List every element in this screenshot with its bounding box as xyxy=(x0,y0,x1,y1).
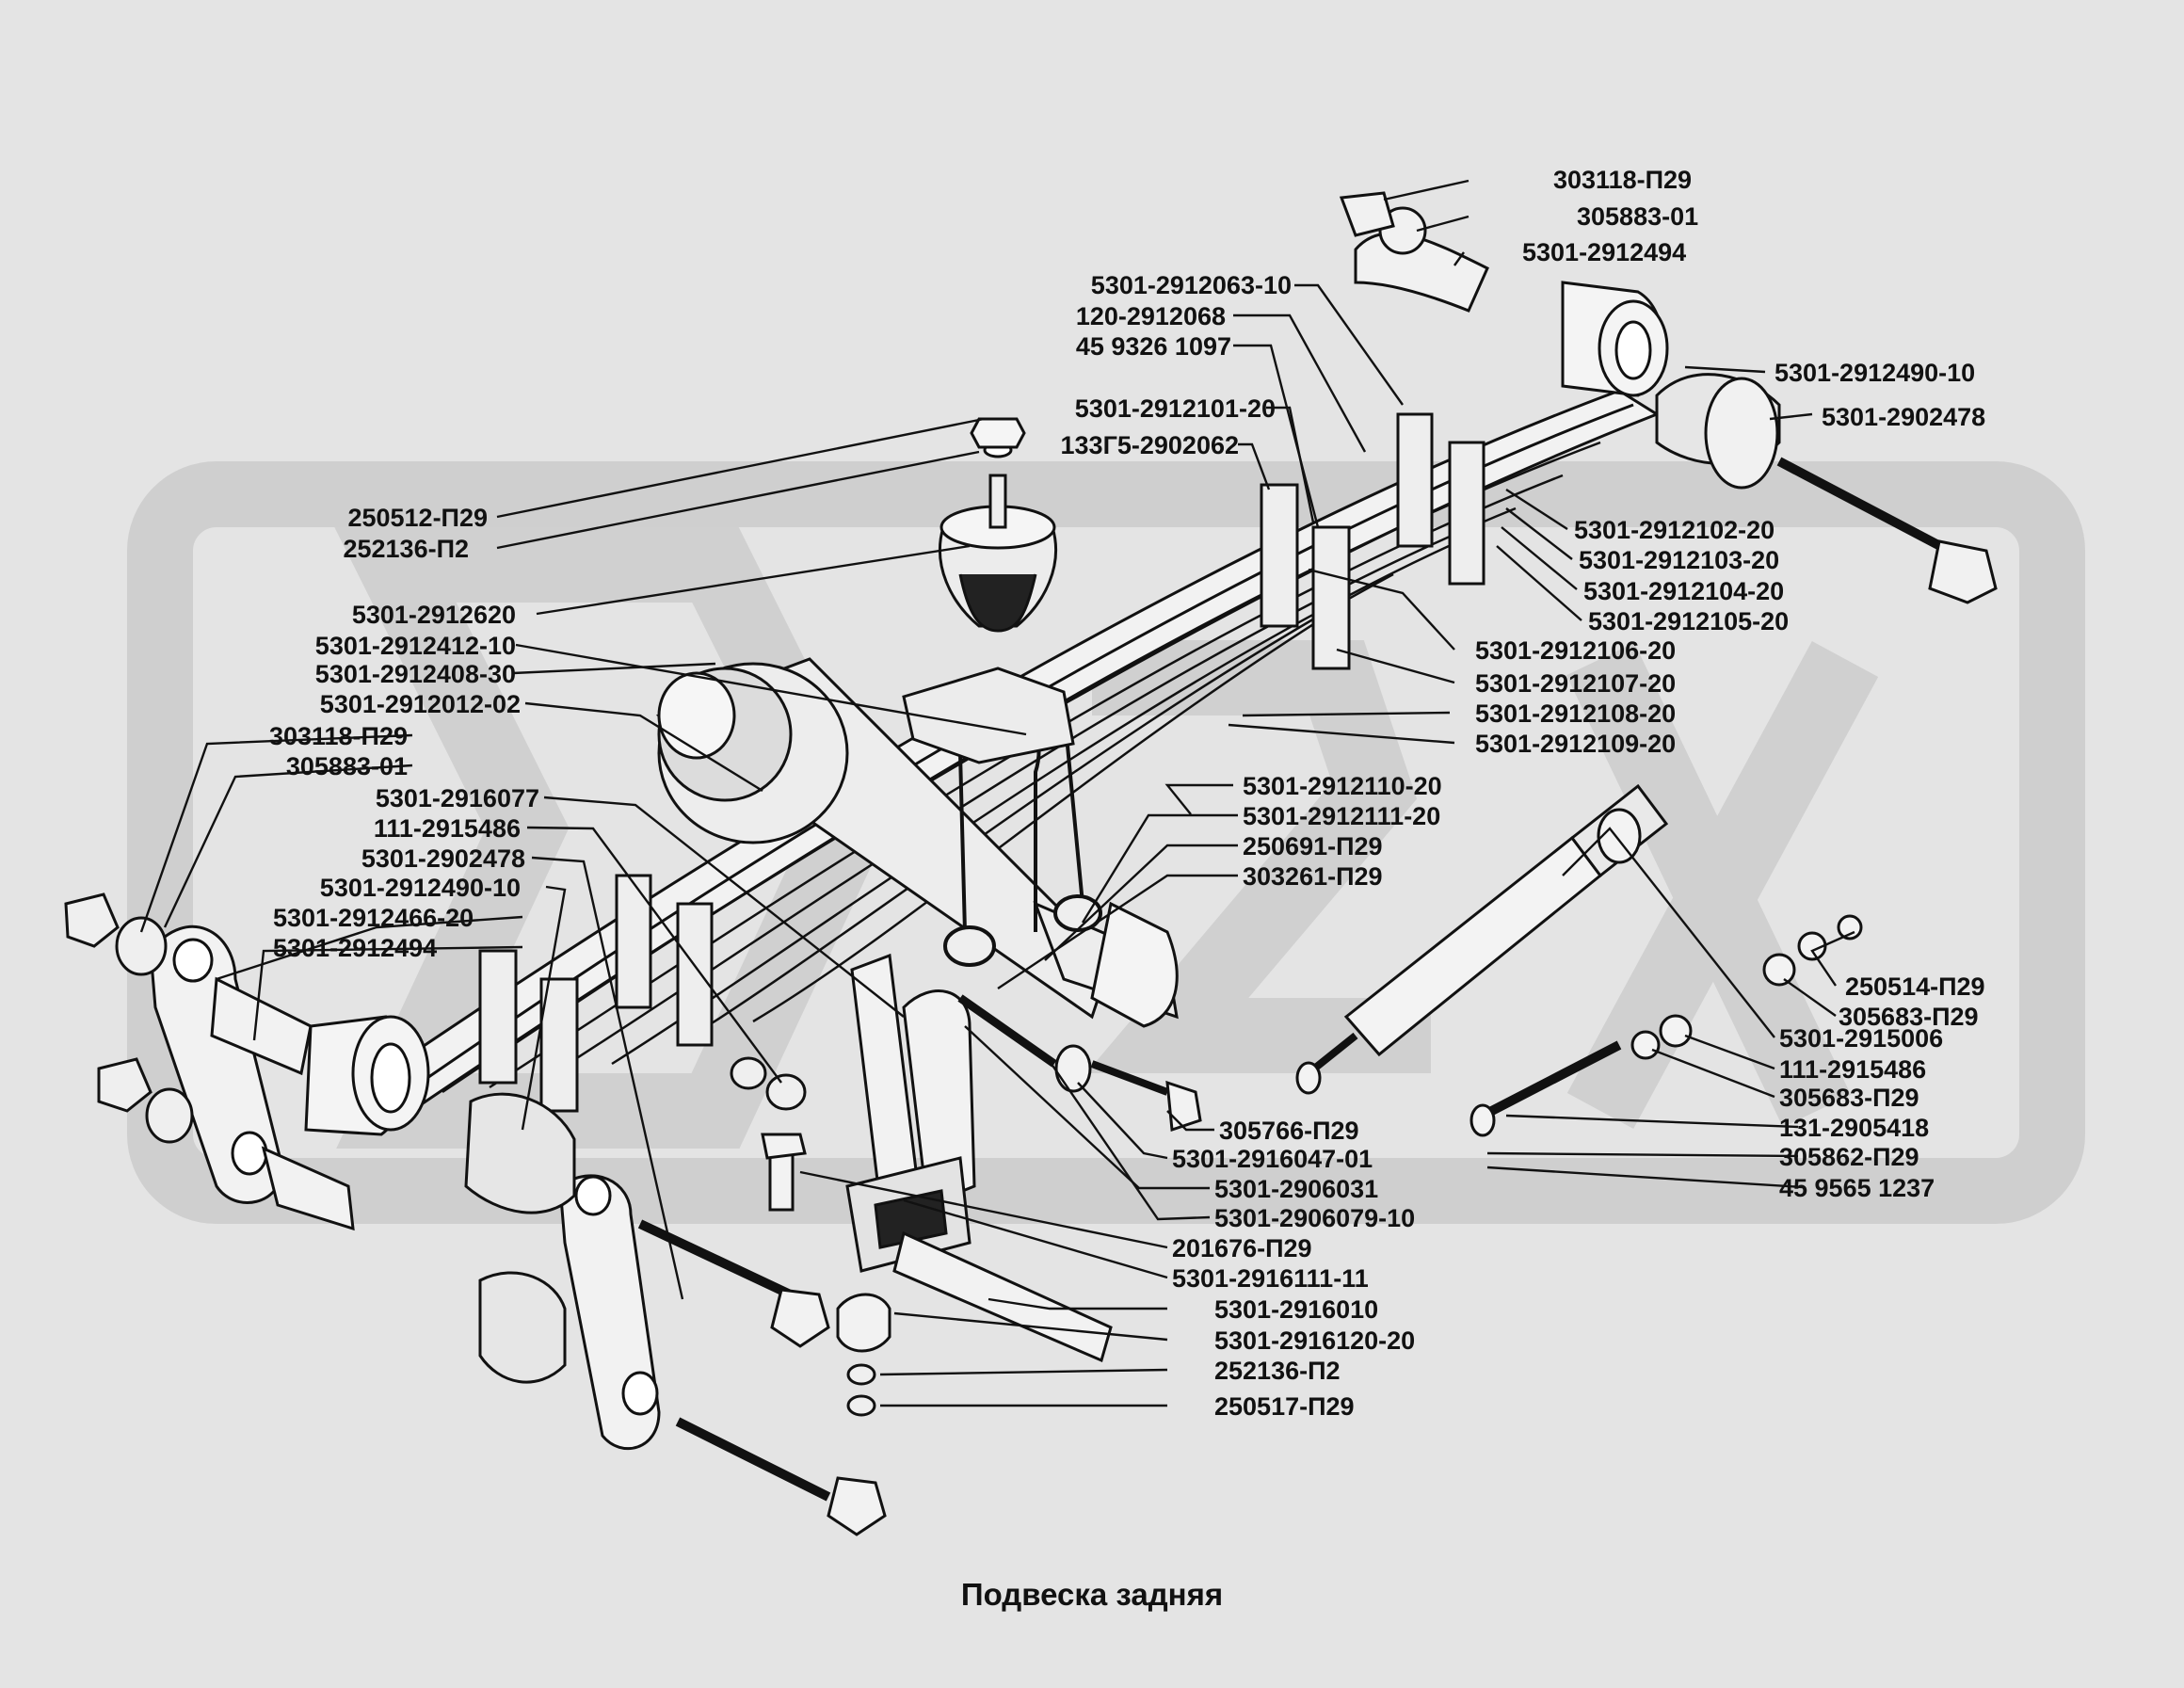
label-5301-2912466-20: 5301-2912466-20 xyxy=(273,904,474,932)
label-5301-2912412-10: 5301-2912412-10 xyxy=(315,632,516,660)
shock-mount-hardware xyxy=(1469,914,1863,1137)
label-201676-p29: 201676-П29 xyxy=(1172,1234,1312,1262)
label-250691-p29: 250691-П29 xyxy=(1243,832,1383,860)
label-5301-2916077: 5301-2916077 xyxy=(376,784,539,812)
label-303118-p29-top: 303118-П29 xyxy=(1553,166,1692,194)
label-45-9326-1097: 45 9326 1097 xyxy=(1076,332,1231,361)
label-131-2905418: 131-2905418 xyxy=(1779,1114,1929,1142)
label-303118-p29-left: 303118-П29 xyxy=(269,722,408,750)
spring-clamps xyxy=(478,412,1485,1113)
label-5301-2912104-20: 5301-2912104-20 xyxy=(1583,577,1784,605)
label-45-9565-1237: 45 9565 1237 xyxy=(1779,1174,1935,1202)
label-5301-2912109-20: 5301-2912109-20 xyxy=(1475,730,1676,758)
label-252136-p2-bottom: 252136-П2 xyxy=(1214,1357,1341,1385)
label-5301-2912012-02: 5301-2912012-02 xyxy=(320,690,521,718)
label-120-2912068: 120-2912068 xyxy=(1076,302,1226,330)
label-5301-2912106-20: 5301-2912106-20 xyxy=(1475,636,1676,665)
label-5301-2906031: 5301-2906031 xyxy=(1214,1175,1378,1203)
label-250514-p29: 250514-П29 xyxy=(1845,973,1985,1001)
label-5301-2912490-10-top: 5301-2912490-10 xyxy=(1774,359,1975,387)
label-133g5-2902062: 133Г5-2902062 xyxy=(1061,431,1239,459)
label-5301-2912408-30: 5301-2912408-30 xyxy=(315,660,516,688)
part-labels: 303118-П29 305883-01 5301-2912494 5301-2… xyxy=(269,166,1985,1421)
label-5301-2912105-20: 5301-2912105-20 xyxy=(1588,607,1789,635)
label-305883-01-top: 305883-01 xyxy=(1577,202,1698,231)
label-5301-2912111-20: 5301-2912111-20 xyxy=(1243,802,1440,830)
bracket-nuts xyxy=(730,1056,876,1417)
label-5301-2912107-20: 5301-2912107-20 xyxy=(1475,669,1676,698)
label-303261-p29: 303261-П29 xyxy=(1243,862,1383,891)
label-5301-2916120-20: 5301-2916120-20 xyxy=(1214,1326,1415,1355)
label-5301-2915006: 5301-2915006 xyxy=(1779,1024,1943,1053)
label-111-2915486-right: 111-2915486 xyxy=(1779,1055,1926,1084)
spring-pad xyxy=(902,667,1075,764)
label-5301-2912494-top: 5301-2912494 xyxy=(1522,238,1686,266)
label-5301-2912063-10: 5301-2912063-10 xyxy=(1091,271,1292,299)
rear-shackle-assembly xyxy=(149,924,887,1536)
label-305683-p29-top: 305683-П29 xyxy=(1839,1003,1979,1031)
label-111-2915486-left: 111-2915486 xyxy=(374,814,521,843)
front-bushing-assembly xyxy=(1339,191,1998,604)
label-5301-2912102-20: 5301-2912102-20 xyxy=(1574,516,1774,544)
label-5301-2912108-20: 5301-2912108-20 xyxy=(1475,699,1676,728)
label-305862-p29: 305862-П29 xyxy=(1779,1143,1919,1171)
spring-eye-rear xyxy=(304,1015,430,1136)
axle-housing xyxy=(655,657,1179,1028)
shock-absorber xyxy=(1295,783,1669,1095)
rear-left-bolts xyxy=(64,892,194,1144)
label-5301-2902478-top: 5301-2902478 xyxy=(1822,403,1985,431)
leader-lines xyxy=(139,179,1855,1407)
label-5301-2916111-11: 5301-2916111-11 xyxy=(1172,1264,1369,1293)
label-305883-01-left: 305883-01 xyxy=(286,752,408,780)
label-5301-2916047-01: 5301-2916047-01 xyxy=(1172,1145,1373,1173)
label-5301-2912101-20: 5301-2912101-20 xyxy=(1075,394,1276,423)
label-250517-p29: 250517-П29 xyxy=(1214,1392,1355,1421)
bump-stop xyxy=(939,417,1057,633)
label-5301-2902478-left: 5301-2902478 xyxy=(361,844,525,873)
label-305766-p29: 305766-П29 xyxy=(1219,1117,1359,1145)
label-5301-2912494-left: 5301-2912494 xyxy=(273,934,437,962)
label-250512-p29: 250512-П29 xyxy=(347,504,488,532)
label-5301-2912103-20: 5301-2912103-20 xyxy=(1579,546,1779,574)
label-5301-2912490-10-left: 5301-2912490-10 xyxy=(320,874,521,902)
label-5301-2912110-20: 5301-2912110-20 xyxy=(1243,772,1442,800)
diagram-caption: Подвеска задняя xyxy=(960,1577,1224,1612)
label-5301-2916010: 5301-2916010 xyxy=(1214,1295,1378,1324)
spring-eye-front xyxy=(1561,281,1669,397)
label-5301-2906079-10: 5301-2906079-10 xyxy=(1214,1204,1415,1232)
label-305683-p29-bottom: 305683-П29 xyxy=(1779,1084,1919,1112)
label-252136-p2-top: 252136-П2 xyxy=(343,535,469,563)
label-5301-2912620: 5301-2912620 xyxy=(352,601,516,629)
